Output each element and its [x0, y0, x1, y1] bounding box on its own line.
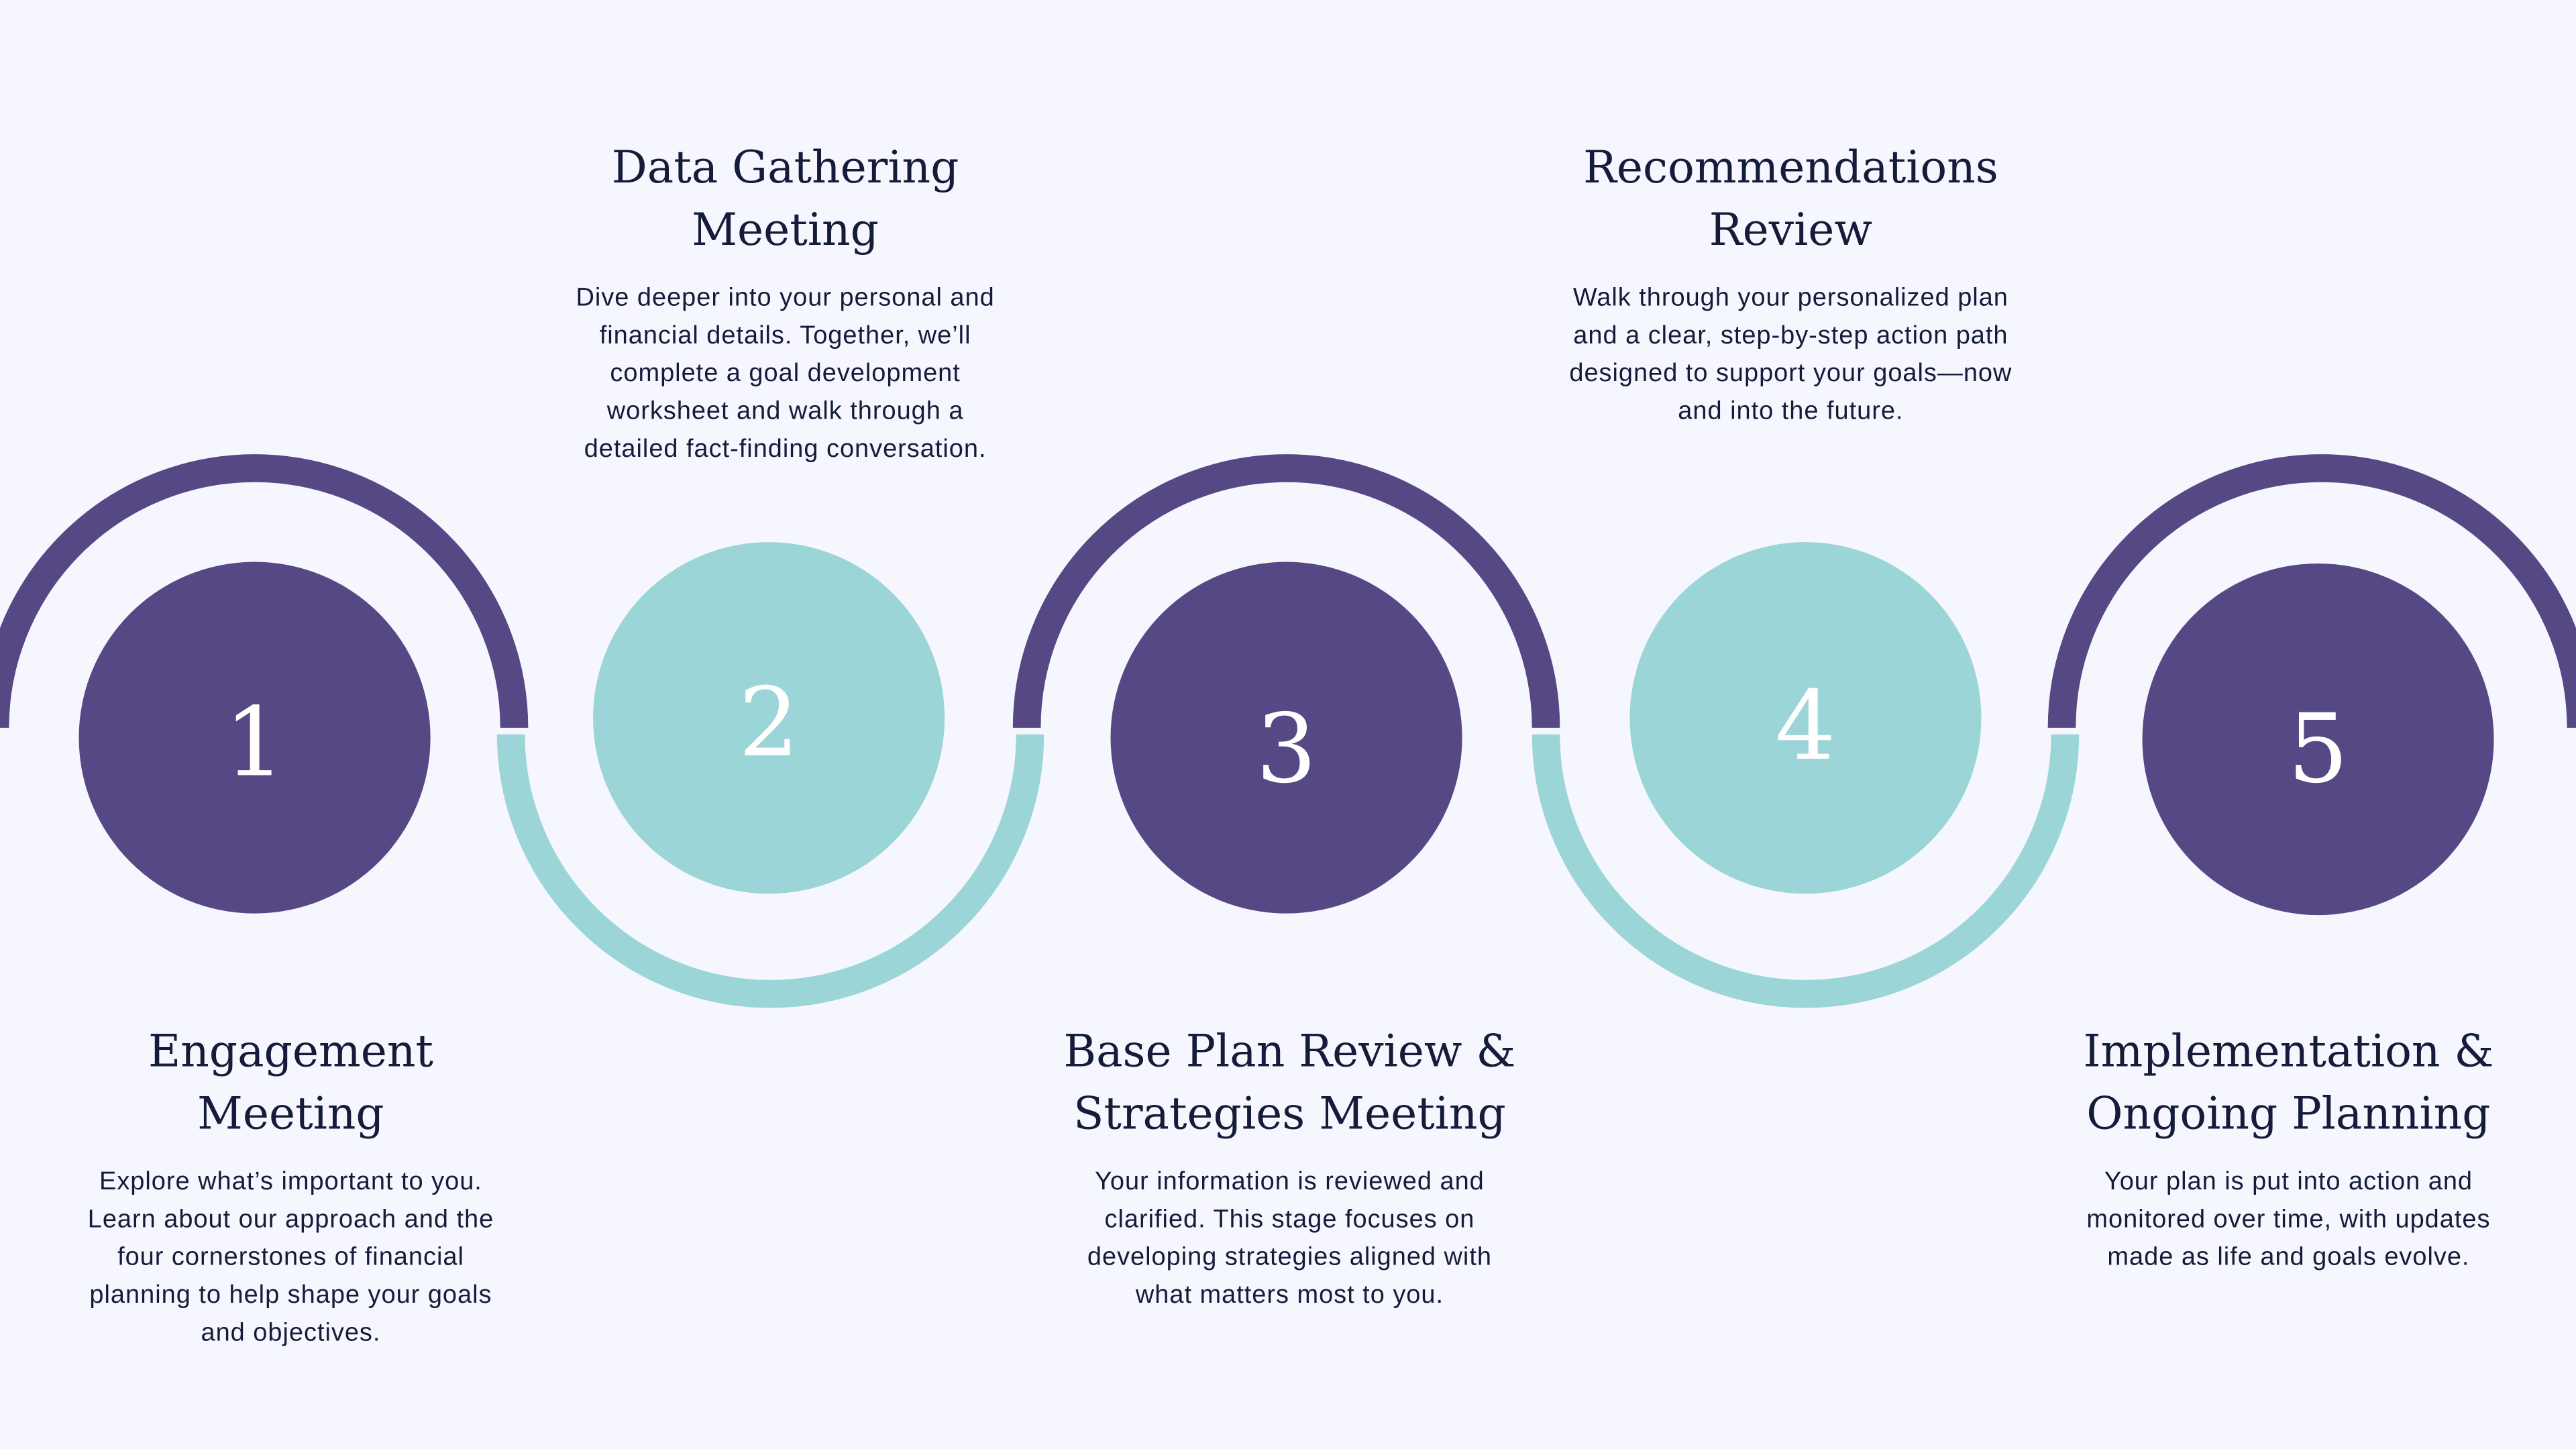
arc-step-1	[0, 454, 529, 728]
title-line: Implementation &	[2083, 1026, 2494, 1078]
title-line: Recommendations	[1583, 143, 1998, 194]
body-line: Learn about our approach and the	[87, 1205, 494, 1234]
step-5-title: Implementation & Ongoing Planning	[2009, 1022, 2568, 1146]
arc-step-2	[496, 734, 1044, 1008]
body-line: what matters most to you.	[1135, 1281, 1444, 1309]
title-line: Ongoing Planning	[2086, 1089, 2491, 1140]
body-line: and a clear, step-by-step action path	[1573, 322, 2008, 350]
title-line: Review	[1709, 205, 1872, 257]
step-3-text: Base Plan Review & Strategies Meeting You…	[1010, 1022, 1569, 1314]
title-line: Meeting	[692, 205, 879, 257]
arc-step-3	[1012, 454, 1560, 728]
body-line: developing strategies aligned with	[1087, 1243, 1492, 1272]
body-line: made as life and goals evolve.	[2107, 1243, 2470, 1272]
body-line: four cornerstones of financial	[117, 1243, 464, 1272]
step-5-circle	[2142, 564, 2494, 916]
step-1-description: Explore what’s important to you. Learn ab…	[11, 1163, 570, 1352]
title-line: Meeting	[197, 1089, 384, 1140]
arc-step-5	[2047, 454, 2576, 728]
step-4-number: 4	[1775, 671, 1835, 782]
body-line: Walk through your personalized plan	[1572, 284, 2008, 313]
step-4-circle	[1629, 542, 1982, 894]
step-3-number: 3	[1256, 694, 1316, 804]
body-line: complete a goal development	[610, 360, 961, 388]
body-line: clarified. This stage focuses on	[1104, 1205, 1475, 1234]
title-line: Engagement	[148, 1026, 434, 1078]
step-2-description: Dive deeper into your personal and financ…	[506, 279, 1065, 468]
step-1-number: 1	[224, 687, 284, 798]
body-line: detailed fact-finding conversation.	[584, 435, 987, 464]
body-line: and into the future.	[1678, 397, 1904, 426]
arc-step-4	[1532, 734, 2080, 1008]
body-line: planning to help shape your goals	[89, 1281, 492, 1309]
body-line: Explore what’s important to you.	[99, 1168, 482, 1196]
body-line: Dive deeper into your personal and	[576, 284, 995, 313]
body-line: and objectives.	[201, 1319, 381, 1348]
step-4-description: Walk through your personalized plan and a…	[1511, 279, 2070, 430]
step-2-number: 2	[739, 667, 799, 778]
step-3-description: Your information is reviewed and clarifie…	[1010, 1163, 1569, 1314]
step-1-circle	[78, 561, 431, 914]
title-line: Base Plan Review &	[1063, 1026, 1516, 1078]
body-line: Your information is reviewed and	[1095, 1168, 1485, 1196]
title-line: Data Gathering	[611, 143, 959, 194]
step-5-text: Implementation & Ongoing Planning Your pl…	[2009, 1022, 2568, 1277]
body-line: worksheet and walk through a	[606, 397, 964, 426]
step-3-title: Base Plan Review & Strategies Meeting	[1010, 1022, 1569, 1146]
title-line: Strategies Meeting	[1073, 1089, 1506, 1140]
step-2-circle	[593, 542, 945, 894]
step-5-description: Your plan is put into action and monitore…	[2009, 1163, 2568, 1277]
body-line: Your plan is put into action and	[2104, 1168, 2473, 1196]
step-5-number: 5	[2288, 694, 2348, 804]
body-line: monitored over time, with updates	[2086, 1205, 2491, 1234]
body-line: financial details. Together, we’ll	[599, 322, 971, 350]
body-line: designed to support your goals—now	[1569, 360, 2012, 388]
step-3-circle	[1110, 561, 1462, 914]
